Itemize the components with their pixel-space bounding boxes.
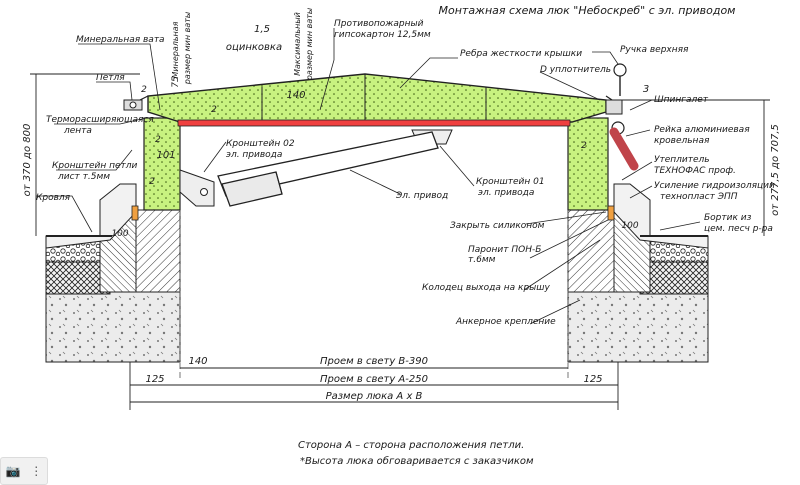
label-bracket01-2: эл. привода [478,188,534,198]
dim-140v: 140 [286,90,305,101]
dim-101: 101 [156,150,175,161]
hatch-lid [139,73,613,127]
dim-2-c: 2 [211,105,217,115]
dim-3: 3 [643,84,649,95]
label-paronite-1: Паронит ПОН-Б [468,245,541,255]
label-thermo-2: лента [63,126,92,136]
gypsum-board [177,119,571,127]
handle-top-icon [613,63,627,96]
label-mineral-wool: Минеральная вата [76,35,165,45]
label-mineral-size-4: размер мин ваты [305,8,314,81]
label-bracket-hinge-1: Кронштейн петли [52,161,138,171]
dim-125-right: 125 [583,374,602,385]
bracket-02 [179,169,215,207]
dim-right-height: от 277,5 до 707,5 [770,124,781,216]
label-anchor: Анкерное крепление [455,317,556,327]
label-mineral-size-1: Минеральная [171,21,180,78]
note-line-1: Сторона А – сторона расположения петли. [298,440,524,451]
label-silicone: Закрыть силиконом [450,221,545,231]
dim-100-right: 100 [621,221,638,231]
diagram-title: Монтажная схема люк "Небоскреб" с эл. пр… [439,4,736,17]
label-mineral-size-2: размер мин ваты [183,12,192,85]
dim-2-e: 2 [141,85,147,95]
label-insulation-1: Утеплитель [654,155,710,165]
more-options-icon[interactable]: ⋮ [30,464,43,478]
label-gypsum-2: гипсокартон 12,5мм [334,30,431,40]
dim-140h: 140 [188,356,207,367]
hinge [123,99,143,111]
label-well: Колодец выхода на крышу [422,283,550,293]
label-bracket01-1: Кронштейн 01 [476,177,545,187]
dim-100-left: 100 [111,229,128,239]
label-reinforce-2: технопласт ЭПП [660,192,738,202]
dim-2-b: 2 [149,177,155,187]
label-handle: Ручка верхняя [620,45,689,55]
label-curb-1: Бортик из [704,213,752,223]
label-ribs: Ребра жесткости крышки [460,49,582,59]
label-rail-1: Рейка алюминиевая [654,125,750,135]
dim-1-5: 1,5 [254,24,270,35]
paronite-left [131,205,139,221]
right-wall [567,183,709,363]
label-insulation-2: ТЕХНОФАС проф. [654,166,736,176]
dim-axb: Размер люка А х В [326,391,423,402]
dim-2-d: 2 [581,141,587,151]
paronite-right [607,205,615,221]
bracket-02-pin-icon [200,188,208,196]
dim-125-left: 125 [145,374,164,385]
dim-75: 75 [171,76,181,88]
label-thermo-1: Терморасширяющаяся [46,115,154,125]
left-wall [45,183,181,363]
dim-a250: Проем в свету А-250 [320,374,428,385]
galvanized-label: оцинковка [226,42,282,53]
label-curb-2: цем. песч р-ра [704,224,773,234]
label-bracket02-1: Кронштейн 02 [226,139,295,149]
label-bracket02-2: эл. привода [226,150,282,160]
label-latch: Шпингалет [654,95,709,105]
label-reinforce-1: Усиление гидроизоляции [654,181,775,191]
label-seal: D уплотнитель [540,65,611,75]
dimension-lines [30,73,770,410]
label-gypsum-1: Противопожарный [334,19,424,29]
leader-lines [36,28,701,325]
screenshot-toolbar[interactable]: 📷 ⋮ [0,457,48,485]
camera-icon[interactable]: 📷 [5,464,21,478]
label-bracket-hinge-2: лист т.5мм [57,172,110,182]
note-line-2: *Высота люка обговаривается с заказчиком [300,455,534,467]
dim-left-height: от 370 до 800 [22,124,33,197]
electric-drive [217,131,439,207]
label-hinge: Петля [96,73,125,83]
curb-insulation [143,117,609,211]
label-roof: Кровля [36,193,71,203]
label-paronite-2: т.6мм [468,255,496,265]
label-drive: Эл. привод [395,191,448,201]
label-rail-2: кровельная [654,136,710,146]
dim-2-a: 2 [155,135,161,145]
label-mineral-size-3: Максимальный [293,12,302,76]
handle-icon [609,127,639,171]
dim-b390: Проем в свету В-390 [320,356,428,367]
